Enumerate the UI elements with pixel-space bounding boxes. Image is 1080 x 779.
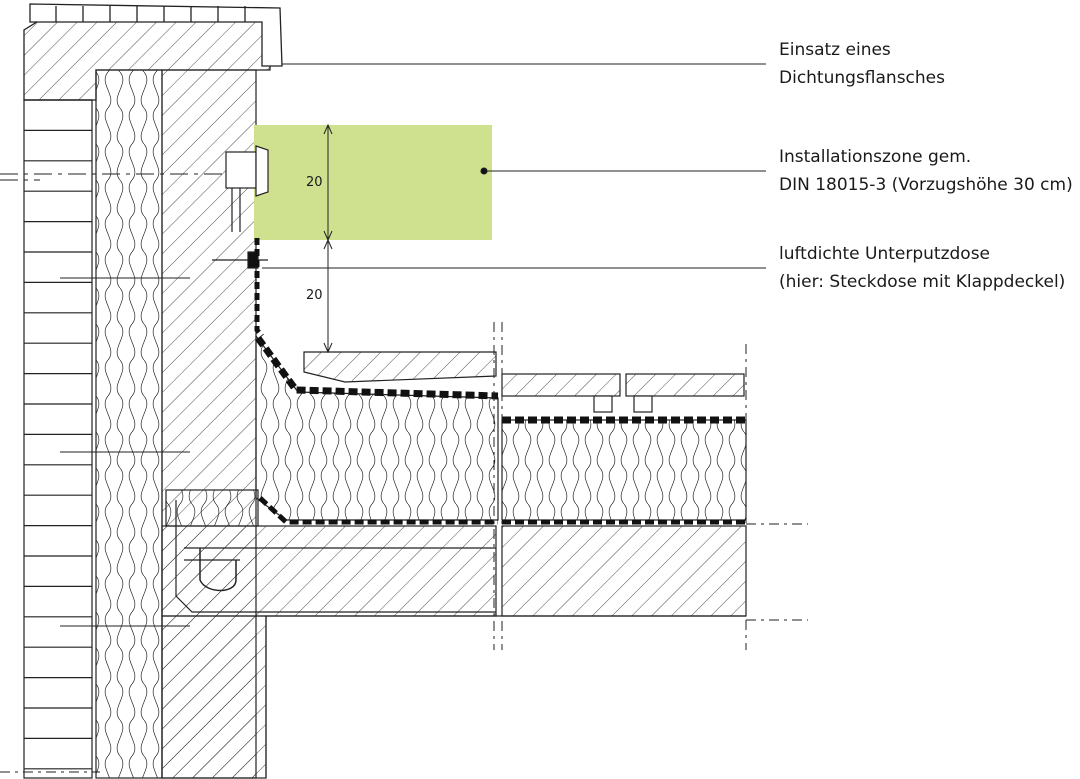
callout-zone-line1: Installationszone gem. [779, 147, 972, 167]
callout-zone-line2: DIN 18015-3 (Vorzugshöhe 30 cm) [779, 175, 1073, 195]
roof-left [255, 334, 499, 525]
dimension-upper-value: 20 [306, 175, 323, 190]
parapet-coping [23, 3, 283, 101]
concrete-slab [161, 489, 747, 617]
break-lines [0, 322, 808, 773]
dimension-line [323, 123, 333, 354]
callout-socket: luftdichte Unterputzdose (hier: Steckdos… [779, 240, 1065, 296]
wall-membrane [254, 238, 264, 338]
callout-flange: Einsatz eines Dichtungsflansches [779, 36, 945, 92]
callout-installation-zone: Installationszone gem. DIN 18015-3 (Vorz… [779, 143, 1073, 199]
callout-flange-line2: Dichtungsflansches [779, 68, 945, 88]
wall-insulation [95, 69, 163, 779]
callout-flange-line1: Einsatz eines [779, 40, 891, 60]
roof-right [501, 373, 747, 525]
installation-zone [254, 125, 492, 240]
brick-facing [23, 99, 93, 779]
callout-socket-line1: luftdichte Unterputzdose [779, 244, 991, 264]
lower-wall [161, 615, 746, 779]
dimension-lower-value: 20 [306, 288, 323, 303]
callout-socket-line2: (hier: Steckdose mit Klappdeckel) [779, 272, 1066, 292]
socket-box [225, 145, 269, 232]
leader-lines [262, 63, 766, 269]
wall-ties [60, 277, 190, 627]
